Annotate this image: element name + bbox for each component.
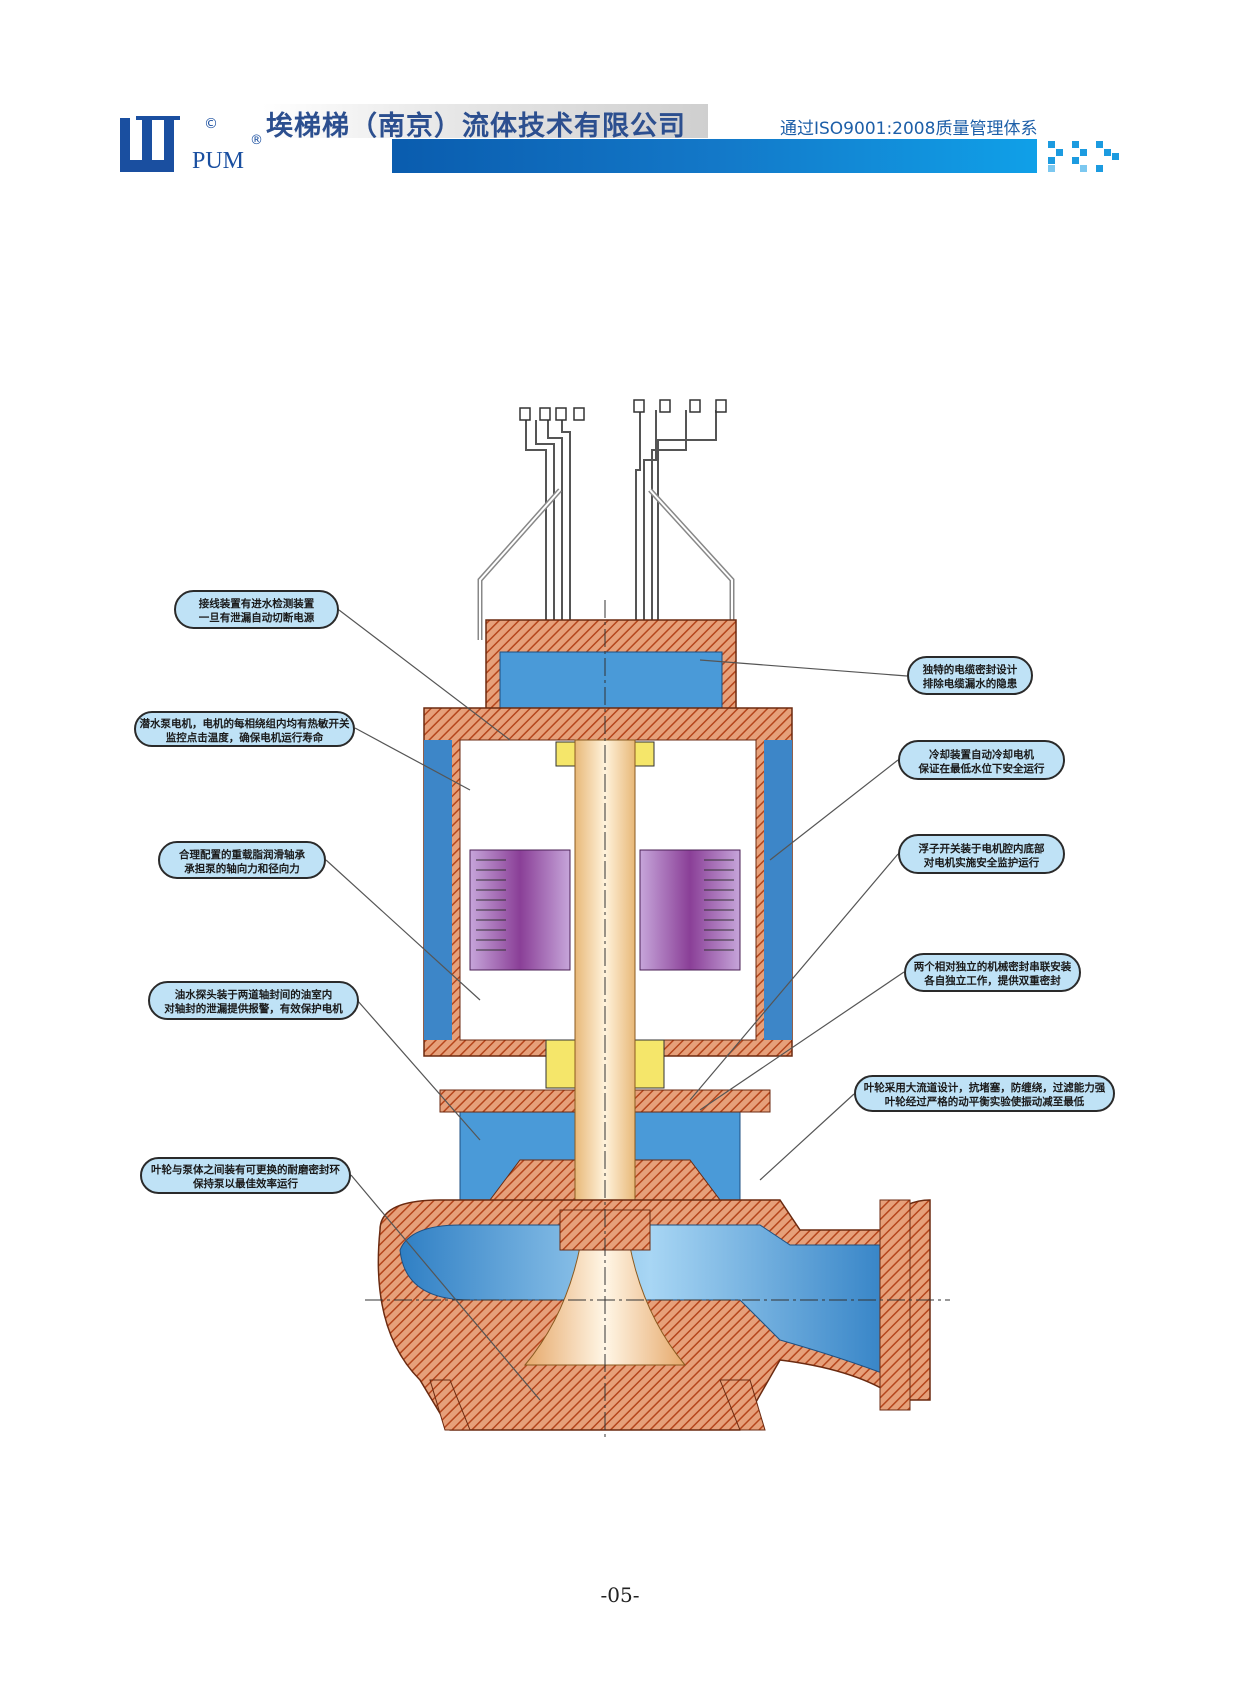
callout-text: 承担泵的轴向力和径向力	[184, 862, 300, 875]
callout-cable-seal: 独特的电缆密封设计 排除电缆漏水的隐患	[907, 656, 1033, 695]
callout-text: 各自独立工作，提供双重密封	[924, 975, 1061, 987]
suction-legs	[429, 1379, 766, 1431]
callout-text: 叶轮经过严格的动平衡实验使振动减至最低	[884, 1096, 1085, 1108]
cooling-jacket-right	[764, 740, 792, 1040]
header-blue-bar	[392, 139, 1037, 173]
callout-text: 保证在最低水位下安全运行	[918, 762, 1045, 775]
certification-text: 通过ISO9001:2008质量管理体系	[780, 119, 1038, 139]
callout-text: 独特的电缆密封设计	[922, 664, 1018, 676]
callout-text: 叶轮与泵体之间装有可更换的耐磨密封环	[151, 1164, 340, 1176]
callout-oil-water-probe: 油水探头装于两道轴封间的油室内 对轴封的泄漏提供报警，有效保护电机	[148, 981, 359, 1020]
callout-text: 对电机实施安全监护运行	[923, 856, 1040, 869]
callout-text: 保持泵以最佳效率运行	[193, 1178, 298, 1190]
callout-thermal-switch: 潜水泵电机，电机的每相绕组内均有热敏开关 监控点击温度，确保电机运行寿命	[134, 711, 355, 747]
callout-bearings: 合理配置的重载脂润滑轴承 承担泵的轴向力和径向力	[158, 841, 326, 879]
svg-text:©: ©	[204, 116, 218, 132]
company-logo: PUM © ®	[120, 116, 263, 172]
callout-impeller-design: 叶轮采用大流道设计，抗堵塞，防缠绕，过滤能力强 叶轮经过严格的动平衡实验使振动减…	[854, 1075, 1115, 1112]
company-name: 埃梯梯（南京）流体技术有限公司	[266, 111, 686, 142]
callout-cooling-device: 冷却装置自动冷却电机 保证在最低水位下安全运行	[898, 740, 1065, 780]
callout-mechanical-seals: 两个相对独立的机械密封串联安装 各自独立工作，提供双重密封	[904, 953, 1081, 992]
callout-text: 潜水泵电机，电机的每相绕组内均有热敏开关	[139, 717, 350, 730]
callout-text: 监控点击温度，确保电机运行寿命	[165, 731, 324, 744]
chevron-pattern-icon	[1048, 141, 1119, 172]
cable-terminals	[519, 399, 727, 421]
callout-text: 油水探头装于两道轴封间的油室内	[174, 989, 333, 1001]
svg-text:®: ®	[250, 133, 263, 148]
callout-junction-leak-detection: 接线装置有进水检测装置 一旦有泄漏自动切断电源	[174, 590, 339, 629]
callout-text: 排除电缆漏水的隐患	[922, 678, 1018, 690]
volute-passage	[399, 1224, 901, 1381]
callout-float-switch: 浮子开关装于电机腔内底部 对电机实施安全监护运行	[898, 834, 1065, 874]
callout-text: 合理配置的重载脂润滑轴承	[179, 848, 305, 861]
callout-text: 一旦有泄漏自动切断电源	[198, 612, 315, 624]
callout-text: 对轴封的泄漏提供报警，有效保护电机	[164, 1003, 343, 1015]
discharge-flange	[879, 1199, 911, 1411]
company-name-band	[262, 104, 708, 138]
callout-wear-ring: 叶轮与泵体之间装有可更换的耐磨密封环 保持泵以最佳效率运行	[140, 1157, 351, 1194]
callout-text: 浮子开关装于电机腔内底部	[918, 842, 1045, 855]
callout-text: 两个相对独立的机械密封串联安装	[913, 961, 1072, 973]
cooling-jacket-left	[424, 740, 452, 1040]
callout-text: 冷却装置自动冷却电机	[929, 748, 1034, 761]
page-number: -05-	[600, 1583, 640, 1607]
power-cables	[477, 410, 735, 640]
callout-leader-lines	[325, 609, 908, 1401]
callout-text: 接线装置有进水检测装置	[198, 598, 315, 610]
logo-text: PUM	[192, 148, 244, 172]
callout-text: 叶轮采用大流道设计，抗堵塞，防缠绕，过滤能力强	[863, 1082, 1106, 1094]
